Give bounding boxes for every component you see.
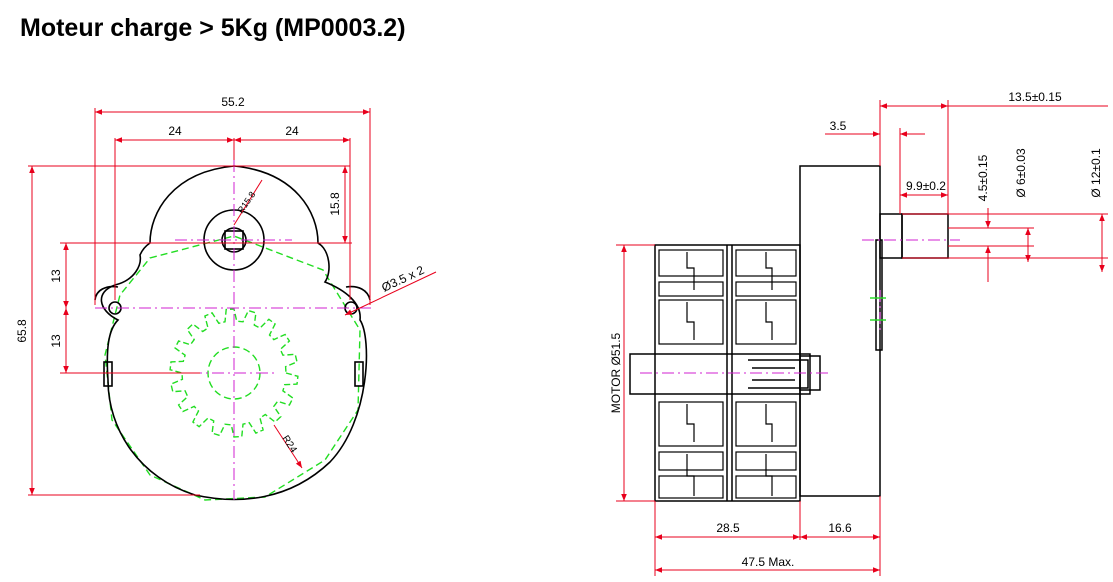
dim-r24: R24	[279, 434, 298, 456]
dim-47-5: 47.5 Max.	[742, 555, 795, 569]
dim-28-5: 28.5	[716, 521, 740, 535]
motor-coils	[658, 249, 797, 499]
front-view: 55.2 24 24 15.8 13 13 65.8 Ø3.5 x 2 R15.…	[15, 95, 437, 501]
dim-65-8: 65.8	[15, 319, 29, 343]
dim-15-8: 15.8	[328, 192, 342, 216]
dim-dia-12: Ø 12±0.1	[1089, 148, 1103, 198]
page-title: Moteur charge > 5Kg (MP0003.2)	[20, 14, 406, 42]
dim-3-5: 3.5	[830, 119, 847, 133]
front-centerlines	[95, 160, 372, 500]
dim-24-right: 24	[285, 124, 299, 138]
dim-4-5: 4.5±0.15	[976, 154, 990, 201]
dim-16-6: 16.6	[828, 521, 852, 535]
dim-motor-dia: MOTOR Ø51.5	[609, 332, 623, 413]
dim-24-left: 24	[168, 124, 182, 138]
side-dimension-lines	[616, 100, 1108, 576]
front-dimension-lines	[28, 108, 437, 496]
dim-9-9: 9.9±0.2	[906, 179, 946, 193]
dim-55-2: 55.2	[221, 95, 245, 109]
side-centerlines	[640, 239, 960, 374]
dim-13-5: 13.5±0.15	[1008, 90, 1062, 104]
side-green-marks	[870, 297, 886, 321]
dim-13-upper: 13	[49, 269, 63, 283]
dim-r15-8: R15.8	[235, 190, 257, 215]
dim-13-lower: 13	[49, 334, 63, 348]
gearbox-housing	[629, 165, 949, 502]
dim-dia-6: Ø 6±0.03	[1014, 148, 1028, 198]
dim-hole: Ø3.5 x 2	[379, 263, 426, 295]
side-view: 13.5±0.15 3.5 9.9±0.2 4.5±0.15 Ø 6±0.03 …	[609, 90, 1108, 576]
gear-outline	[104, 235, 361, 501]
